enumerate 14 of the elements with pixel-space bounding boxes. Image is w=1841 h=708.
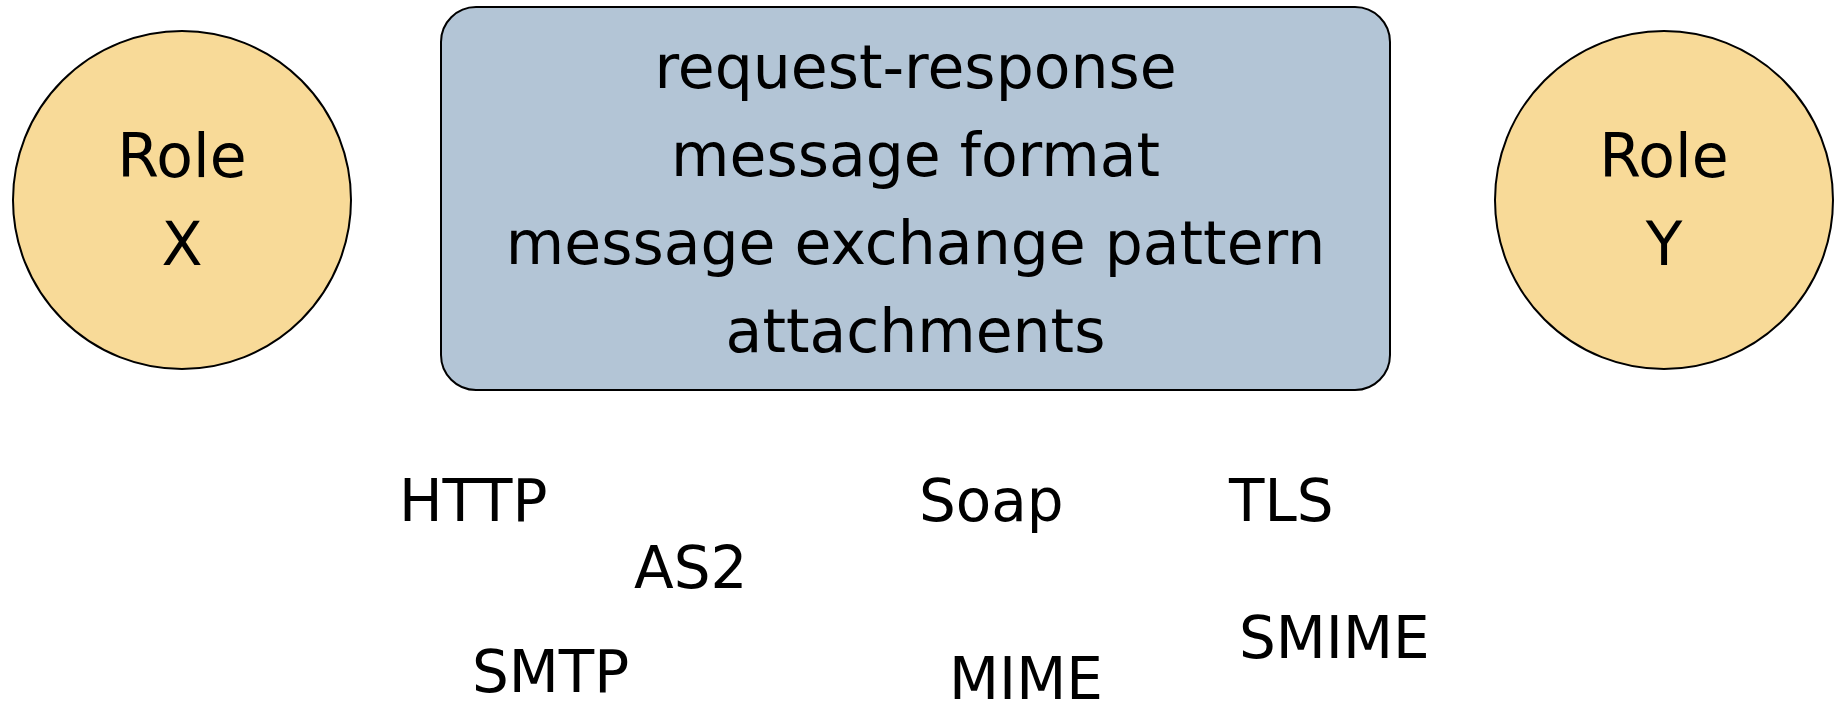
feature-text: request-response: [654, 30, 1177, 104]
message-box: [440, 6, 1391, 391]
protocol-label: AS2: [634, 537, 748, 601]
protocol-label: Soap: [919, 470, 1064, 534]
feature-text: message exchange pattern: [505, 206, 1326, 280]
protocol-label: HTTP: [399, 470, 548, 534]
protocol-label: SMIME: [1239, 607, 1430, 671]
protocol-label: MIME: [949, 648, 1103, 708]
feature-text: message format: [671, 118, 1160, 192]
role-label: Role X: [116, 120, 248, 281]
feature-text: attachments: [725, 294, 1106, 368]
role-label: Role Y: [1598, 120, 1730, 281]
protocol-label: TLS: [1229, 470, 1334, 534]
protocol-label: SMTP: [472, 641, 630, 705]
